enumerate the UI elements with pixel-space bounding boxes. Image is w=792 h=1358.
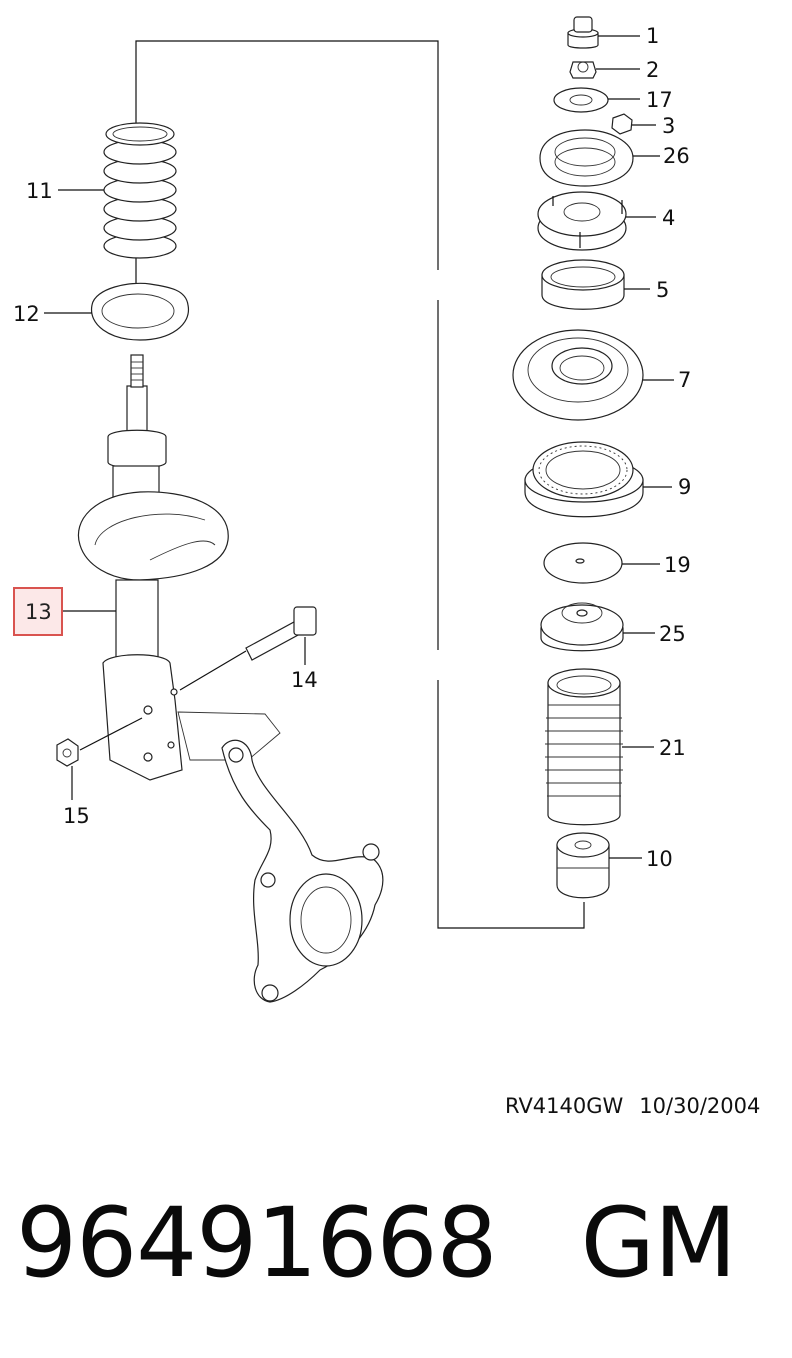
piston-rod [126,354,148,437]
bolt [179,606,317,691]
part-washer [553,87,609,113]
part-insulator [524,441,644,518]
drawing-reference: RV4140GW 10/30/2004 [505,1094,760,1118]
callout-11: 11 [26,179,53,203]
callout-12: 12 [13,302,40,326]
part-plate-washer [543,542,623,584]
part-strut-mount [537,191,627,251]
callout-26: 26 [663,144,690,168]
drawing-date: 10/30/2004 [639,1094,761,1118]
part-small-nut [611,113,633,135]
callout-4: 4 [662,206,675,230]
callout-15: 15 [63,804,90,828]
callout-13: 13 [25,600,52,624]
highlighted-callout: 13 [25,600,52,624]
part-nut [569,61,597,79]
part-mount-plate [539,129,634,187]
part-number: 96491668 [16,1187,498,1299]
callout-21: 21 [659,736,686,760]
coil-spring [103,122,177,259]
highlighted-callout-box[interactable] [13,587,63,636]
callout-3: 3 [662,114,675,138]
part-identification: 96491668 GM [16,1187,737,1299]
callout-19: 19 [664,553,691,577]
drawing-id: RV4140GW [505,1094,624,1118]
leader-lines [44,35,674,859]
callout-1: 1 [646,24,659,48]
callout-2: 2 [646,58,659,82]
part-bearing-ring [541,259,625,310]
brand-name: GM [580,1187,737,1299]
strut-body [77,429,229,781]
callout-9: 9 [678,475,691,499]
part-upper-spring-seat [512,329,644,421]
callout-17: 17 [646,88,673,112]
spring-seat [91,282,189,341]
callout-14: 14 [291,668,318,692]
callout-labels: 1 2 17 3 26 4 5 7 9 19 25 21 10 11 12 14… [13,24,691,871]
part-bump-stop [556,832,610,899]
callout-25: 25 [659,622,686,646]
bracket-frame [135,40,585,929]
part-dust-boot [545,668,623,826]
callout-5: 5 [656,278,669,302]
part-cap [567,16,599,49]
nut [56,717,143,767]
part-bump-cap [540,602,624,652]
steering-knuckle [177,711,384,1003]
callout-10: 10 [646,847,673,871]
callout-7: 7 [678,368,691,392]
